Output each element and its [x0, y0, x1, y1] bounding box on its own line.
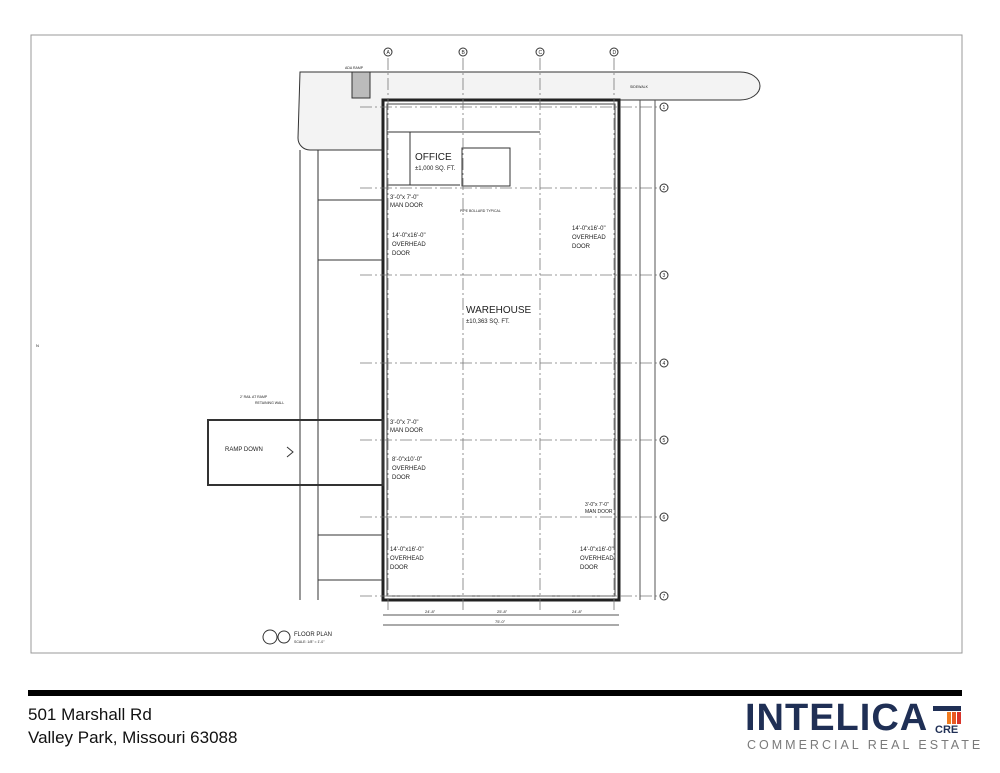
sheet-border [30, 34, 963, 654]
svg-text:3'-0"x 7'-0": 3'-0"x 7'-0" [390, 195, 419, 201]
svg-text:±1,000 SQ. FT.: ±1,000 SQ. FT. [415, 166, 456, 172]
svg-text:14'-0"x16'-0": 14'-0"x16'-0" [572, 226, 606, 232]
svg-text:2' RAIL AT RAMP: 2' RAIL AT RAMP [240, 395, 268, 399]
office-label: OFFICE [415, 152, 452, 163]
warehouse-label: WAREHOUSE [466, 305, 532, 316]
grid-bubble [659, 435, 669, 445]
svg-text:RETAINING WALL: RETAINING WALL [255, 401, 284, 405]
drawing-title: FLOOR PLAN [294, 632, 332, 638]
column-grid-markers: A B C D [383, 47, 619, 57]
svg-text:MAN DOOR: MAN DOOR [390, 203, 424, 209]
svg-text:OVERHEAD: OVERHEAD [392, 242, 426, 248]
floor-plan-drawing: A B C D 1 2 3 4 5 6 7 24'-8" 25'-8" 24'-8" 75'-0"… [30, 34, 963, 654]
grid-label: C [539, 50, 543, 56]
grid-bubble [458, 47, 468, 57]
svg-text:OVERHEAD: OVERHEAD [390, 556, 424, 562]
svg-text:14'-0"x16'-0": 14'-0"x16'-0" [390, 547, 424, 553]
svg-text:OVERHEAD: OVERHEAD [572, 235, 606, 241]
svg-text:8'-0"x10'-0": 8'-0"x10'-0" [392, 457, 422, 463]
svg-text:3'-0"x 7'-0": 3'-0"x 7'-0" [585, 502, 609, 508]
logo-bars-icon [933, 706, 961, 724]
address-line-1: 501 Marshall Rd [28, 705, 152, 724]
address-line-2: Valley Park, Missouri 63088 [28, 728, 238, 747]
grid-label: D [613, 50, 617, 56]
ramp [207, 419, 384, 486]
grid-bubble [609, 47, 619, 57]
ramp-label: RAMP DOWN [225, 447, 263, 453]
footer-divider [28, 690, 962, 696]
grid-label: 2 [663, 186, 666, 192]
loading-docks [299, 149, 383, 600]
svg-text:MAN DOOR: MAN DOOR [390, 428, 424, 434]
svg-text:25'-8": 25'-8" [497, 609, 508, 614]
grid-label: 6 [663, 515, 666, 521]
grid-label: 4 [663, 361, 666, 367]
intelica-logo: INTELICA CRE COMMERCIAL REAL ESTATE [745, 697, 984, 752]
grid-bubble [383, 47, 393, 57]
svg-text:3'-0"x 7'-0": 3'-0"x 7'-0" [390, 420, 419, 426]
svg-text:DOOR: DOOR [392, 475, 411, 481]
grid-label: 3 [663, 273, 666, 279]
building-outline [381, 98, 621, 602]
grid-bubble [659, 102, 669, 112]
svg-text:SCALE: 1/8" = 1'-0": SCALE: 1/8" = 1'-0" [294, 640, 325, 644]
svg-text:DOOR: DOOR [392, 251, 411, 257]
grid-bubble [659, 270, 669, 280]
grid-bubble [659, 591, 669, 601]
ada-ramp [351, 71, 371, 99]
svg-text:DOOR: DOOR [572, 244, 591, 250]
grid-bubble [535, 47, 545, 57]
office-walls [387, 131, 540, 186]
north-arrow-icon [262, 629, 278, 645]
svg-text:75'-0": 75'-0" [495, 619, 506, 624]
svg-text:PIPE BOLLARD TYPICAL: PIPE BOLLARD TYPICAL [460, 209, 501, 213]
grid-bubble [659, 183, 669, 193]
arrow-right-icon [286, 446, 294, 458]
svg-text:±10,363 SQ. FT.: ±10,363 SQ. FT. [466, 319, 510, 325]
svg-text:24'-8": 24'-8" [572, 609, 583, 614]
svg-text:14'-0"x16'-0": 14'-0"x16'-0" [392, 233, 426, 239]
svg-text:OVERHEAD: OVERHEAD [580, 556, 614, 562]
grid-lines [360, 58, 660, 610]
svg-text:24'-8": 24'-8" [425, 609, 436, 614]
grid-label: 7 [663, 594, 666, 600]
row-grid-markers: 1 2 3 4 5 6 7 [659, 102, 669, 601]
grid-label: A [387, 50, 391, 56]
svg-text:OVERHEAD: OVERHEAD [392, 466, 426, 472]
svg-text:DOOR: DOOR [390, 565, 409, 571]
svg-text:ADA RAMP: ADA RAMP [345, 66, 364, 70]
svg-text:SIDEWALK: SIDEWALK [630, 85, 649, 89]
svg-text:DOOR: DOOR [580, 565, 599, 571]
grid-label: B [462, 50, 466, 56]
grid-label: 1 [663, 105, 666, 111]
restrooms [461, 147, 511, 187]
svg-text:14'-0"x16'-0": 14'-0"x16'-0" [580, 547, 614, 553]
svg-text:MAN DOOR: MAN DOOR [585, 509, 613, 515]
grid-label: 5 [663, 438, 666, 444]
grid-bubble [659, 512, 669, 522]
svg-text:N: N [36, 343, 39, 348]
grid-bubble [659, 358, 669, 368]
sidewalk [297, 71, 761, 151]
